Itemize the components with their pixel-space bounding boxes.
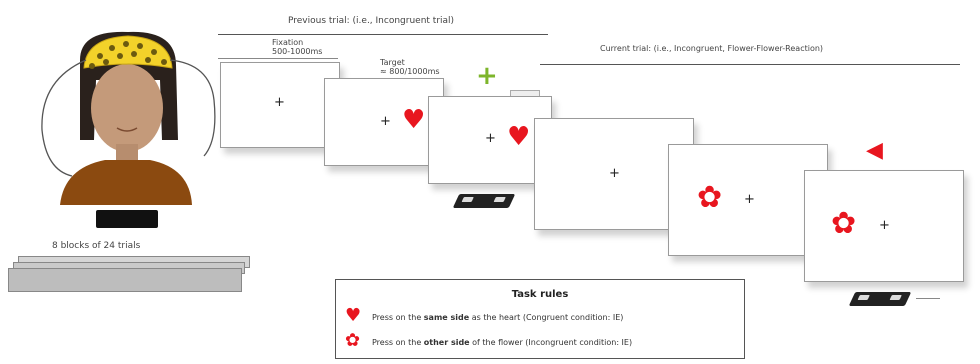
fixation-cross: + [485, 131, 496, 146]
participant-face [91, 64, 163, 152]
keypad-pointer-line [916, 298, 940, 299]
participant-body [60, 160, 192, 205]
heart-rule-text: Press on the same side as the heart (Con… [372, 313, 624, 322]
heart-stimulus: ♥ [507, 122, 531, 152]
target-timing-label: Target ≈ 800/1000ms [380, 58, 440, 76]
flower-stimulus: ✿ [697, 180, 723, 215]
trial-blocks-stack [8, 256, 252, 292]
timing-line-1 [218, 58, 338, 59]
fixation-cross: + [274, 95, 285, 110]
eeg-cable-left [41, 59, 87, 177]
heart-rule-icon: ♥ [345, 305, 362, 326]
fixation-timing-label: Fixation 500-1000ms [272, 38, 323, 56]
response-arrow-icon: ◀ [866, 138, 883, 163]
task-rules-box: Task rules ♥ Press on the same side as t… [335, 279, 745, 359]
participant-illustration [41, 31, 216, 228]
fixation-cross: + [609, 166, 620, 181]
fixation-cross-green: + [476, 61, 498, 91]
fixation-cross: + [744, 192, 755, 207]
response-keypad-previous [452, 194, 516, 208]
heart-stimulus: ♥ [402, 105, 426, 135]
previous-trial-label: Previous trial: (i.e., Incongruent trial… [288, 16, 455, 26]
screen-previous-fixation: + [220, 62, 340, 148]
previous-trial-line [218, 34, 548, 35]
screen-current-flower-1: ✿ + [668, 144, 828, 256]
flower-stimulus: ✿ [831, 206, 857, 241]
participant-response-box [96, 210, 158, 228]
current-trial-line [540, 64, 960, 65]
task-rules-title: Task rules [511, 289, 569, 300]
current-trial-label: Current trial: (i.e., Incongruent, Flowe… [600, 44, 824, 53]
flower-rule-icon: ✿ [345, 330, 361, 351]
screen-current-flower-2: ✿ + [804, 170, 964, 282]
flower-rule-text: Press on the other side of the flower (I… [372, 338, 633, 347]
fixation-cross: + [879, 218, 890, 233]
response-keypad-current [848, 292, 912, 306]
eeg-cable-right [169, 59, 216, 157]
screen-previous-heart-1: + ♥ [324, 78, 444, 166]
fixation-cross: + [380, 114, 391, 129]
blocks-label: 8 blocks of 24 trials [52, 241, 141, 251]
